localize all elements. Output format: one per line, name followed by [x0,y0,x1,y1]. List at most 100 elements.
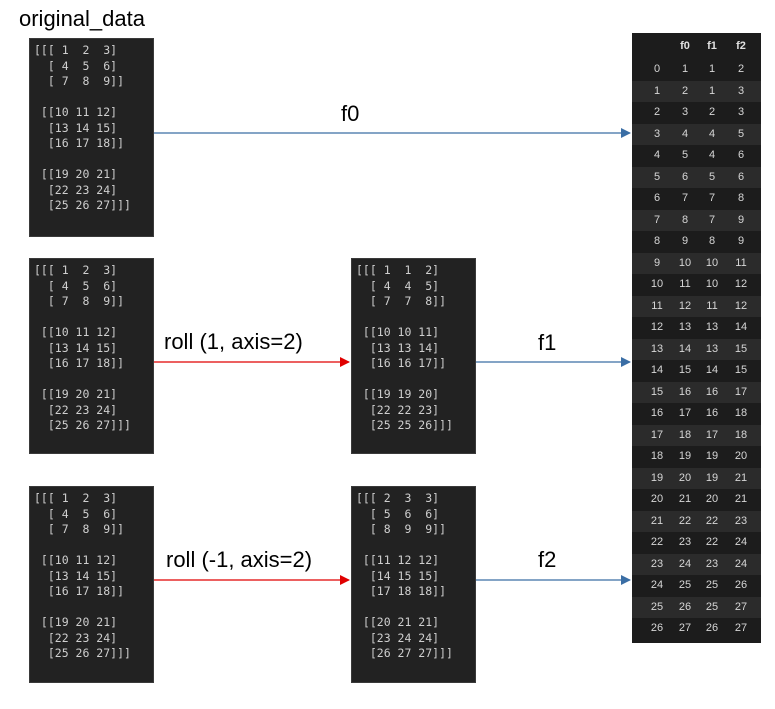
table-cell: 18 [734,428,748,441]
table-cell: 10 [705,256,719,269]
header-f0: f0 [680,40,690,52]
row-index: 19 [650,471,664,484]
table-cell: 10 [705,278,719,290]
table-header: f0 f1 f2 [632,33,761,59]
table-cell: 16 [705,407,719,419]
row-index: 24 [650,579,664,591]
table-cell: 13 [705,342,719,355]
table-cell: 6 [737,149,745,161]
original-array-block-2: [[[ 1 2 3] [ 4 5 6] [ 7 8 9]] [[10 11 12… [29,258,154,454]
row-index: 6 [653,192,661,204]
table-cell: 14 [705,364,719,376]
table-cell: 20 [678,471,692,484]
table-cell: 25 [705,600,719,613]
table-cell: 1 [708,84,716,97]
row-index: 16 [650,407,664,419]
table-cell: 13 [705,321,719,333]
table-cell: 15 [734,342,748,355]
table-cell: 13 [678,321,692,333]
table-cell: 27 [734,622,748,634]
table-row: 7 8 7 9 [632,209,761,231]
table-cell: 24 [734,557,748,570]
table-cell: 11 [735,256,747,269]
table-cell: 1 [681,63,689,75]
table-cell: 23 [678,536,692,548]
table-cell: 16 [705,385,719,398]
table-cell: 5 [737,127,745,140]
table-cell: 14 [734,321,748,333]
row-index: 5 [653,170,661,183]
table-cell: 6 [681,170,689,183]
array-text: [[[ 1 1 2] [ 4 4 5] [ 7 7 8]] [[10 10 11… [356,263,453,432]
row-index: 17 [650,428,664,441]
table-cell: 12 [678,299,692,312]
table-cell: 17 [734,385,748,398]
table-row: 23 24 23 24 [632,553,761,575]
table-cell: 3 [737,106,745,118]
array-text: [[[ 1 2 3] [ 4 5 6] [ 7 8 9]] [[10 11 12… [34,43,131,212]
row-index: 7 [653,213,661,226]
row-index: 1 [653,84,661,97]
table-cell: 3 [737,84,745,97]
table-cell: 11 [679,278,691,290]
table-cell: 22 [705,536,719,548]
table-cell: 4 [681,127,689,140]
table-cell: 4 [708,149,716,161]
table-cell: 5 [708,170,716,183]
label-f0: f0 [341,101,360,126]
table-cell: 11 [706,299,718,312]
original-array-block-1: [[[ 1 2 3] [ 4 5 6] [ 7 8 9]] [[10 11 12… [29,38,154,237]
table-cell: 19 [678,450,692,462]
table-cell: 8 [681,213,689,226]
table-cell: 26 [734,579,748,591]
table-cell: 2 [708,106,716,118]
row-index: 0 [653,63,661,75]
table-cell: 15 [734,364,748,376]
row-index: 20 [650,493,664,505]
table-cell: 7 [708,213,716,226]
row-index: 23 [650,557,664,570]
table-cell: 23 [705,557,719,570]
table-cell: 2 [681,84,689,97]
table-cell: 7 [681,192,689,204]
table-cell: 16 [678,385,692,398]
table-cell: 20 [734,450,748,462]
table-cell: 5 [681,149,689,161]
table-cell: 1 [708,63,716,75]
table-cell: 24 [678,557,692,570]
label-roll2: roll (-1, axis=2) [166,547,313,572]
table-cell: 17 [705,428,719,441]
table-cell: 20 [705,493,719,505]
table-cell: 9 [681,235,689,247]
table-cell: 9 [737,213,745,226]
table-cell: 10 [678,256,692,269]
table-cell: 21 [734,471,748,484]
row-index: 4 [653,149,661,161]
table-row: 19 20 19 21 [632,467,761,489]
table-cell: 21 [678,493,692,505]
label-roll1: roll (1, axis=2) [164,329,303,354]
row-index: 10 [650,278,664,290]
table-cell: 19 [705,471,719,484]
row-index: 25 [650,600,664,613]
